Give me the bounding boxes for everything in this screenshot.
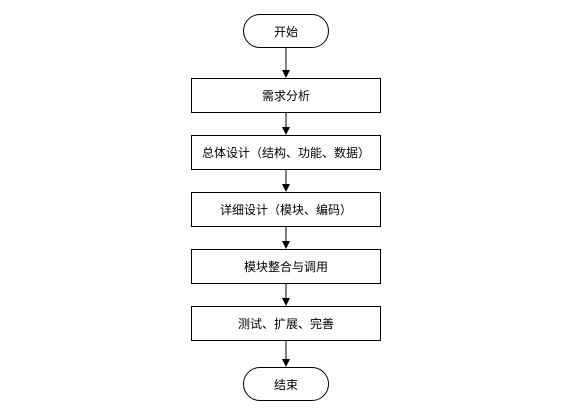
step-requirements-analysis: 需求分析 — [191, 78, 381, 113]
step-detailed-design: 详细设计（模块、编码） — [191, 192, 381, 227]
step-testing-extension: 测试、扩展、完善 — [191, 306, 381, 341]
start-label: 开始 — [273, 24, 298, 39]
end-label: 结束 — [273, 377, 298, 392]
step-label: 需求分析 — [261, 89, 310, 103]
step-label: 总体设计（结构、功能、数据） — [201, 146, 370, 160]
step-label: 测试、扩展、完善 — [237, 317, 334, 331]
step-module-integration: 模块整合与调用 — [191, 249, 381, 284]
step-label: 模块整合与调用 — [243, 260, 328, 274]
step-label: 详细设计（模块、编码） — [219, 203, 352, 217]
end-terminal: 结束 — [243, 367, 329, 401]
step-overall-design: 总体设计（结构、功能、数据） — [191, 135, 381, 170]
start-terminal: 开始 — [243, 14, 329, 48]
